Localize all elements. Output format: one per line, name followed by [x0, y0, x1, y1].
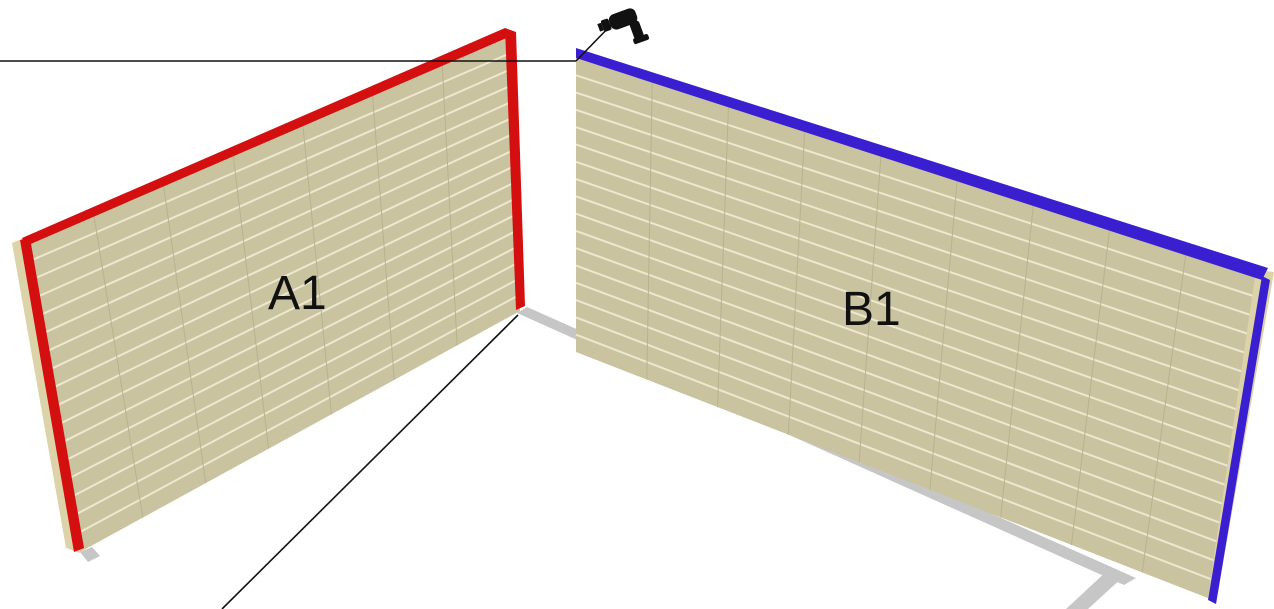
wall-b1-joints	[575, 74, 1260, 583]
wall-a1-row-joint	[30, 67, 514, 282]
wall-b1-row-joint	[575, 299, 1222, 545]
wall-b1-row-joint	[575, 281, 1225, 526]
wall-b1-row-joint	[575, 91, 1257, 318]
wall-b1-row-joint	[575, 126, 1251, 356]
wall-a1-row-joint	[53, 180, 517, 408]
wall-a1-row-joint	[46, 148, 516, 372]
wall-b1-row-joint	[575, 108, 1254, 337]
wall-a1-face	[24, 36, 520, 552]
wall-a1-row-joint	[59, 213, 518, 445]
wall-b1-row-joint	[575, 74, 1260, 299]
wall-b1-row-joint	[575, 264, 1228, 507]
wall-a1-row-joint	[26, 51, 513, 264]
wall-a1-row-joint	[66, 245, 519, 481]
wall-a1-row-joint	[49, 164, 517, 390]
wall-a1-joints	[26, 51, 521, 535]
wall-a1-row-joint	[36, 99, 515, 318]
wall-b1-column-joint	[646, 82, 653, 380]
wall-b1-right-edge	[1208, 276, 1270, 604]
wall-a1-column-joint	[93, 214, 144, 518]
wall-b1-row-joint	[575, 160, 1246, 394]
wall-b1-row-joint	[575, 178, 1243, 413]
wall-a1-row-joint	[40, 115, 515, 336]
wall-b1-top-edge	[576, 48, 1268, 280]
wall-b1	[575, 48, 1274, 604]
floor-rail-b-end	[1066, 570, 1124, 609]
wall-b1-column-joint	[717, 107, 729, 408]
wall-a1-row-joint	[69, 261, 520, 499]
power-drill-icon	[597, 8, 650, 45]
wall-b1-column-joint	[858, 156, 882, 463]
wall-a1-label: A1	[268, 267, 327, 320]
wall-a1-row-joint	[43, 132, 516, 354]
wall-b1-row-joint	[575, 230, 1234, 469]
wall-a1-left-edge	[20, 238, 84, 552]
wall-b1-row-joint	[575, 195, 1240, 432]
floor-rail-a	[80, 547, 100, 562]
leader-line-corner	[221, 314, 519, 609]
wall-b1-column-joint	[1070, 229, 1111, 545]
wall-a1-row-joint	[63, 229, 519, 463]
wall-b1-column-joint	[929, 180, 958, 490]
wall-a1-right-edge	[505, 28, 525, 310]
wall-a1-column-joint	[302, 125, 332, 415]
wall-b1-row-joint	[575, 247, 1231, 488]
wall-a1-column-joint	[441, 65, 458, 346]
wall-a1-column-joint	[372, 95, 395, 380]
wall-b1-face	[576, 58, 1262, 600]
wall-b1-column-joint	[787, 131, 806, 435]
wall-a1-row-joint	[56, 196, 518, 427]
wall-b1-row-joint	[575, 143, 1248, 375]
wall-b1-row-joint	[575, 212, 1237, 450]
wall-a1-row-joint	[72, 277, 520, 517]
wall-a1-column-joint	[232, 154, 270, 449]
wall-a1-column-joint	[162, 184, 207, 484]
wall-b1-label: B1	[842, 283, 901, 336]
wall-a1-row-joint	[76, 293, 521, 535]
wall-a1-row-joint	[33, 83, 514, 300]
wall-b1-column-joint	[1141, 254, 1187, 573]
wall-b1-row-joint	[575, 316, 1220, 564]
wall-b1-column-joint	[1000, 205, 1034, 518]
wall-b1-row-joint	[575, 333, 1217, 583]
wall-a1-top-edge	[22, 28, 516, 246]
wall-a1	[12, 28, 525, 553]
